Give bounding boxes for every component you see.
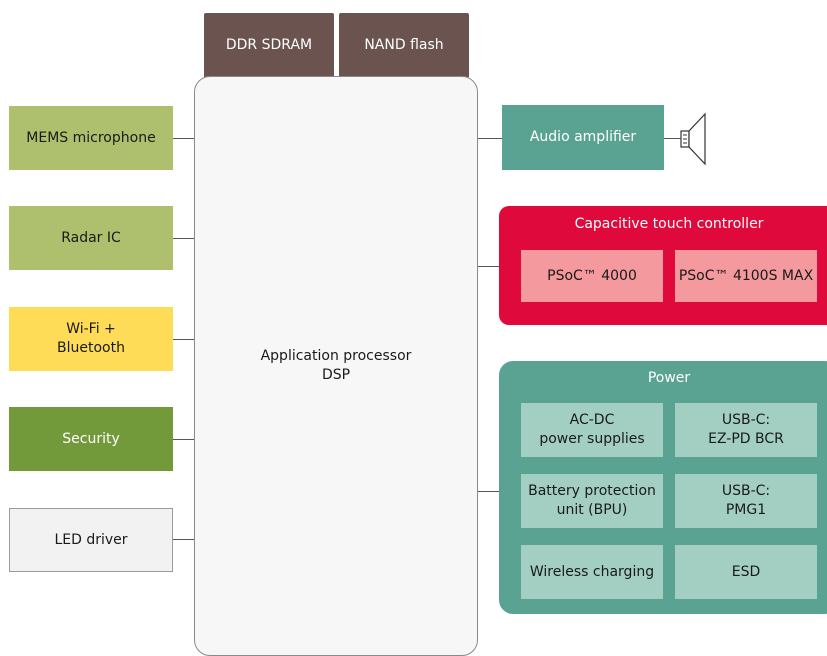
connector-audio — [478, 138, 502, 139]
power-title: Power — [647, 370, 691, 386]
connector-radar — [172, 238, 194, 239]
usb-c-pmg1-label: USB-C: PMG1 — [721, 483, 771, 518]
ddr-sdram-label: DDR SDRAM — [225, 36, 313, 53]
usb-c-ez-pd-bcr-label: USB-C: EZ-PD BCR — [708, 412, 784, 447]
led-driver-block: LED driver — [9, 508, 173, 572]
radar-ic-label: Radar IC — [61, 229, 121, 246]
audio-amplifier-label: Audio amplifier — [529, 129, 637, 145]
application-processor-block: Application processor DSP — [194, 76, 478, 656]
capacitive-touch-title: Capacitive touch controller — [574, 216, 764, 232]
psoc-4100s-max-block: PSoC™ 4100S MAX — [675, 250, 817, 302]
audio-amplifier-block: Audio amplifier — [502, 105, 664, 170]
wifi-bluetooth-block: Wi-Fi + Bluetooth — [9, 307, 173, 371]
connector-touch — [478, 266, 500, 267]
application-processor-label: Application processor DSP — [260, 348, 412, 383]
led-driver-label: LED driver — [54, 531, 128, 548]
esd-label: ESD — [731, 563, 761, 580]
connector-mems — [172, 138, 194, 139]
psoc-4000-label: PSoC™ 4000 — [547, 267, 637, 284]
wireless-charging-block: Wireless charging — [521, 545, 663, 599]
ac-dc-power-supplies-block: AC-DC power supplies — [521, 403, 663, 457]
security-label: Security — [62, 430, 120, 447]
connector-power — [478, 491, 500, 492]
ac-dc-power-supplies-label: AC-DC power supplies — [539, 412, 645, 447]
mems-microphone-label: MEMS microphone — [26, 129, 156, 146]
connector-security — [172, 439, 194, 440]
battery-protection-unit-block: Battery protection unit (BPU) — [521, 474, 663, 528]
nand-flash-label: NAND flash — [364, 36, 444, 53]
battery-protection-unit-label: Battery protection unit (BPU) — [528, 483, 656, 518]
security-block: Security — [9, 407, 173, 471]
ddr-sdram-block: DDR SDRAM — [204, 13, 334, 77]
radar-ic-block: Radar IC — [9, 206, 173, 270]
mems-microphone-block: MEMS microphone — [9, 106, 173, 170]
usb-c-ez-pd-bcr-block: USB-C: EZ-PD BCR — [675, 403, 817, 457]
speaker-icon — [680, 112, 706, 166]
connector-wifi — [172, 339, 194, 340]
connector-speaker — [664, 138, 682, 139]
wireless-charging-label: Wireless charging — [529, 563, 655, 580]
connector-led — [172, 539, 194, 540]
usb-c-pmg1-block: USB-C: PMG1 — [675, 474, 817, 528]
wifi-bluetooth-label: Wi-Fi + Bluetooth — [57, 321, 125, 356]
esd-block: ESD — [675, 545, 817, 599]
psoc-4100s-max-label: PSoC™ 4100S MAX — [678, 267, 814, 284]
psoc-4000-block: PSoC™ 4000 — [521, 250, 663, 302]
nand-flash-block: NAND flash — [339, 13, 469, 77]
